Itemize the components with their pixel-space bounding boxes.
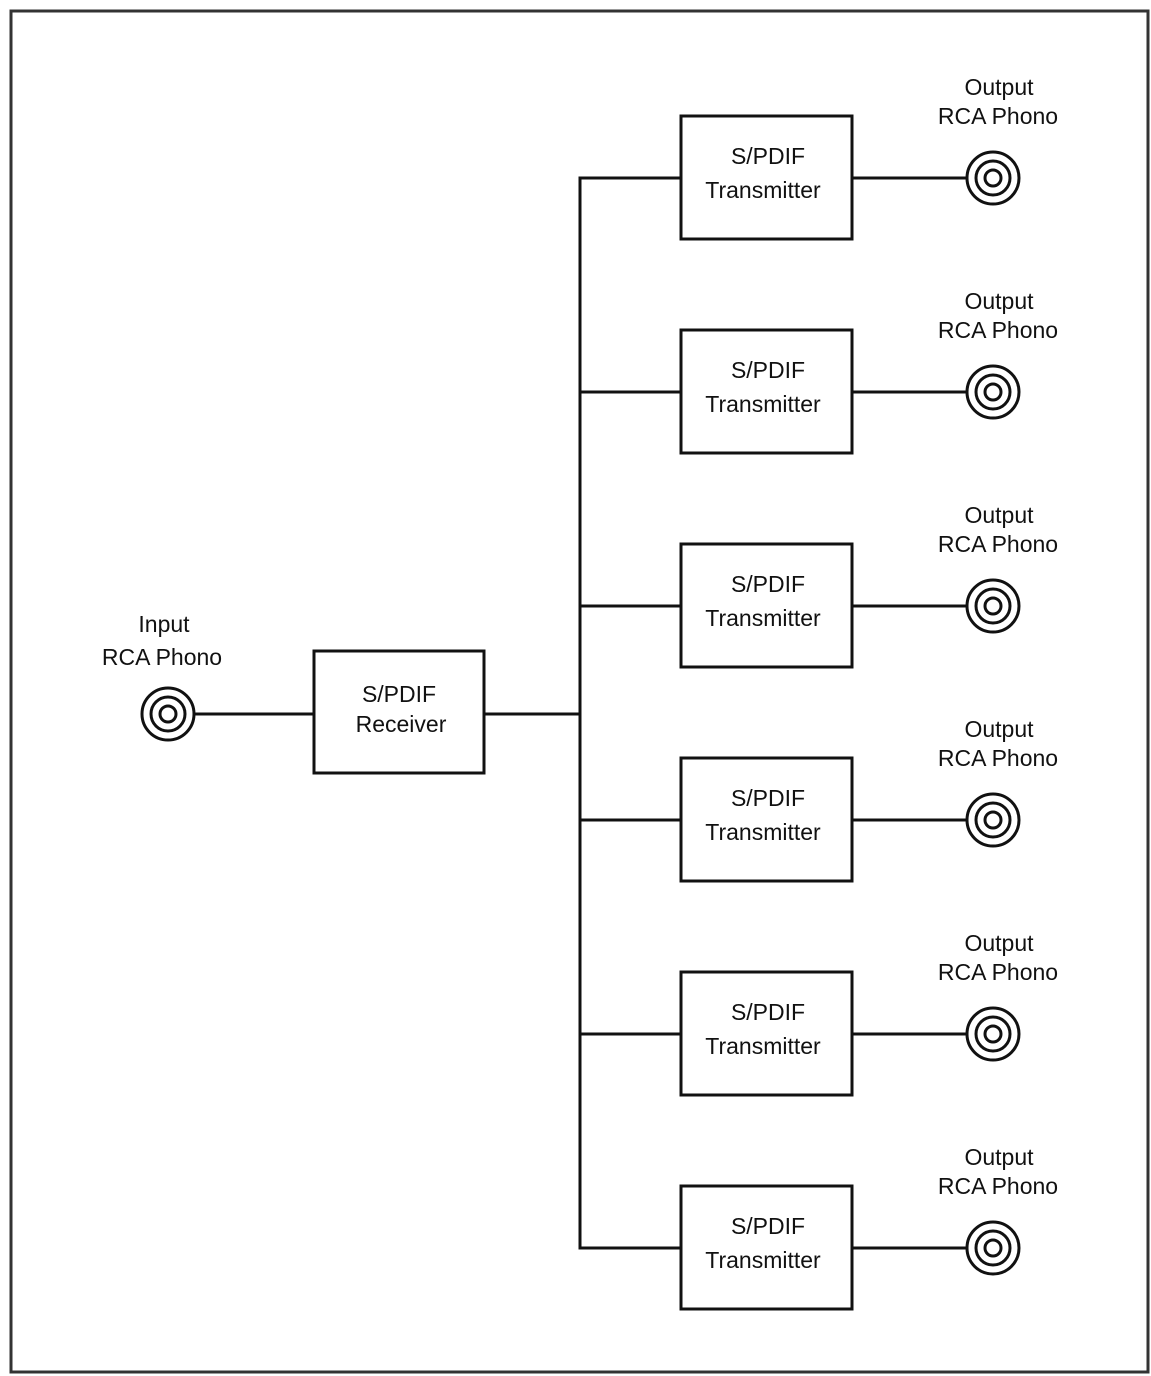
output-label-line1: Output <box>964 930 1034 956</box>
transmitter-label-line1: S/PDIF <box>731 571 805 597</box>
transmitter-label-line1: S/PDIF <box>731 1213 805 1239</box>
output-label-line2: RCA Phono <box>938 531 1058 557</box>
diagram-frame <box>9 9 1150 1374</box>
output-rca-phono-jack-icon <box>965 1006 1021 1062</box>
output-rca-phono-jack-icon <box>965 578 1021 634</box>
output-label-line1: Output <box>964 502 1034 528</box>
receiver-label-line2: Receiver <box>356 711 447 737</box>
transmitter-label-line1: S/PDIF <box>731 785 805 811</box>
output-label-line1: Output <box>964 716 1034 742</box>
transmitter-label-line2: Transmitter <box>705 605 821 631</box>
output-label-line1: Output <box>964 288 1034 314</box>
output-label-line2: RCA Phono <box>938 745 1058 771</box>
transmitter-label-line1: S/PDIF <box>731 143 805 169</box>
output-rca-phono-jack-icon <box>965 150 1021 206</box>
transmitter-label-line2: Transmitter <box>705 819 821 845</box>
input-label-line2: RCA Phono <box>102 644 222 670</box>
input-label-line1: Input <box>138 611 190 637</box>
output-label-line1: Output <box>964 74 1034 100</box>
output-label-line2: RCA Phono <box>938 959 1058 985</box>
transmitter-box <box>679 756 854 883</box>
output-label-line1: Output <box>964 1144 1034 1170</box>
transmitter-box <box>679 1184 854 1311</box>
transmitter-box <box>679 542 854 669</box>
transmitter-label-line1: S/PDIF <box>731 999 805 1025</box>
output-label-line2: RCA Phono <box>938 317 1058 343</box>
transmitter-label-line2: Transmitter <box>705 1033 821 1059</box>
receiver-label-line1: S/PDIF <box>362 681 436 707</box>
output-label-line2: RCA Phono <box>938 103 1058 129</box>
input-section: Input RCA Phono <box>102 611 316 742</box>
output-label-line2: RCA Phono <box>938 1173 1058 1199</box>
transmitter-label-line2: Transmitter <box>705 177 821 203</box>
transmitter-box <box>679 114 854 241</box>
receiver-block: S/PDIF Receiver <box>312 649 486 775</box>
transmitter-box <box>679 970 854 1097</box>
input-rca-phono-jack-icon <box>140 686 196 742</box>
output-rca-phono-jack-icon <box>965 1220 1021 1276</box>
transmitter-label-line2: Transmitter <box>705 391 821 417</box>
output-rca-phono-jack-icon <box>965 364 1021 420</box>
transmitter-box <box>679 328 854 455</box>
output-rca-phono-jack-icon <box>965 792 1021 848</box>
transmitter-label-line1: S/PDIF <box>731 357 805 383</box>
receiver-box <box>312 649 486 775</box>
transmitter-label-line2: Transmitter <box>705 1247 821 1273</box>
